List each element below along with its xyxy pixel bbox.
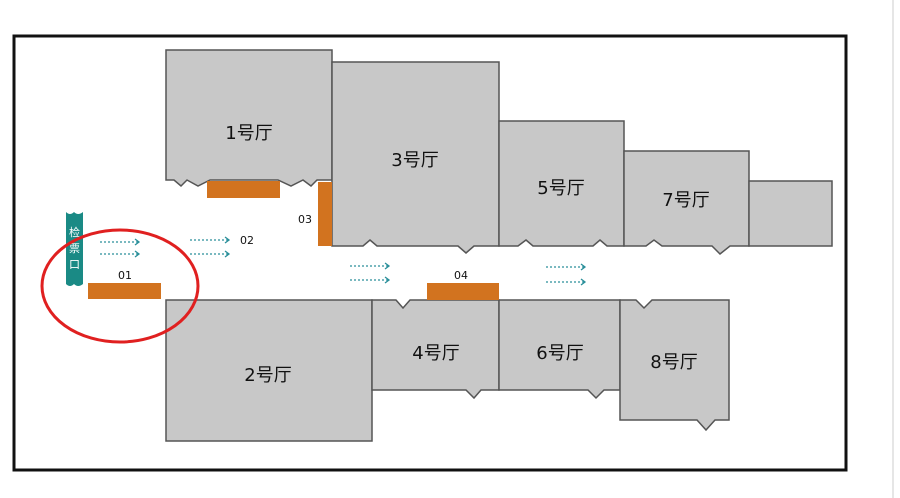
hall-5-label: 5号厅: [537, 178, 584, 199]
arrow-right-1-head: [580, 263, 587, 271]
arrow-group-02: [190, 236, 231, 258]
hall-6[interactable]: 6号厅: [498, 299, 621, 400]
hall-1-shape: [165, 49, 333, 188]
ticket-gate-char-2: 票: [69, 242, 80, 255]
ticket-gate-shape: [66, 212, 83, 286]
arrow-entrance-1-head: [134, 238, 141, 246]
marker-label-02: 02: [240, 234, 254, 247]
hall-extra[interactable]: [748, 180, 833, 247]
arrow-mid-2-head: [384, 276, 391, 284]
hall-4[interactable]: 4号厅: [371, 299, 500, 400]
red-circle-highlight: [40, 228, 200, 344]
marker-label-03: 03: [298, 213, 312, 226]
arrow-group-right: [546, 263, 587, 286]
arrow-right-2-head: [580, 278, 587, 286]
hall-8-label: 8号厅: [650, 352, 697, 373]
hall-7-label: 7号厅: [662, 190, 709, 211]
hall-4-label: 4号厅: [412, 343, 459, 364]
hall-8-shape: [619, 299, 730, 432]
marker-label-01: 01: [118, 269, 132, 282]
ticket-gate-icon: 检 票 口: [66, 212, 83, 286]
arrow-group-mid: [350, 262, 391, 284]
hall-1-label: 1号厅: [225, 123, 272, 144]
hall-2-label: 2号厅: [244, 365, 291, 386]
arrow-02-2-head: [224, 250, 231, 258]
marker-bar-03: [318, 182, 332, 246]
hall-1[interactable]: 1号厅: [165, 49, 333, 188]
hall-5[interactable]: 5号厅: [498, 120, 625, 247]
ticket-gate-char-1: 检: [69, 225, 80, 239]
arrow-group-entrance: [100, 238, 141, 258]
hall-7[interactable]: 7号厅: [623, 150, 750, 256]
arrow-entrance-2-head: [134, 250, 141, 258]
arrow-mid-1-head: [384, 262, 391, 270]
hall-2[interactable]: 2号厅: [165, 299, 373, 442]
hall-3[interactable]: 3号厅: [331, 61, 500, 254]
hall-extra-shape: [748, 180, 833, 247]
arrow-02-1-head: [224, 236, 231, 244]
ticket-gate-char-3: 口: [69, 258, 80, 271]
marker-bar-04: [427, 283, 499, 300]
hall-2-shape: [165, 299, 373, 442]
hall-3-label: 3号厅: [391, 150, 438, 171]
marker-bar-hall1: [207, 181, 280, 198]
hall-6-label: 6号厅: [536, 343, 583, 364]
marker-label-04: 04: [454, 269, 468, 282]
hall-8[interactable]: 8号厅: [619, 299, 730, 432]
marker-bar-01: [88, 283, 161, 299]
